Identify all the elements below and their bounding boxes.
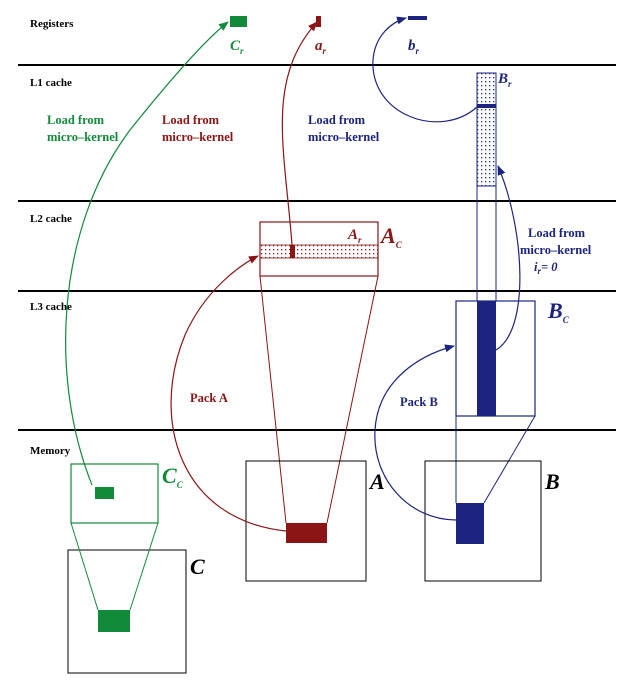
pack-a-label: Pack A [190,391,228,405]
arrow-load-cr [65,21,229,486]
ac-label: AC [379,223,403,250]
register-cr-block [230,16,247,27]
ar-column-highlight [290,245,295,258]
bc-column-filled [477,301,496,416]
b-matrix-label: B [544,469,560,494]
b-matrix [424,460,542,582]
a-matrix-label: A [368,469,385,494]
level-label-memory: Memory [30,445,71,457]
proj-ac-left [259,275,287,524]
register-ar-label: ar [315,38,327,56]
blue-load-note-line1: Load from [308,113,366,127]
level-label-l3: L3 cache [30,301,72,313]
bc-label: BC [547,298,570,325]
proj-cc-left [70,522,99,611]
register-br-block [408,16,427,20]
cc-label: CC [162,463,184,490]
c-matrix [67,549,187,674]
br-panel-row [477,104,496,108]
blue-right-load-note-line2: micro–kernel [520,243,592,257]
arrow-load-ar [281,21,318,246]
proj-cc-right [129,522,159,611]
green-load-note-line1: Load from [47,113,105,127]
arrow-load-br [372,16,478,123]
c-block [98,610,130,632]
register-cr-label: Cr [230,38,244,56]
cc-block [95,487,114,499]
arrow-load-br-from-bc [495,165,521,351]
pack-b-label: Pack B [400,395,438,409]
green-load-note-line2: micro–kernel [47,130,119,144]
red-load-note-line1: Load from [162,113,220,127]
br-label: Br [497,71,512,89]
a-matrix [245,460,367,582]
blue-right-load-note-line1: Load from [528,226,586,240]
b-block [456,503,484,544]
proj-ac-right [326,275,379,524]
level-label-registers: Registers [30,18,74,30]
ir-note: ir= 0 [534,260,558,276]
proj-bc-right [483,415,536,504]
a-block [286,523,327,543]
blue-load-note-line2: micro–kernel [308,130,380,144]
ar-dotted-strip [259,244,379,259]
arrow-pack-b [374,344,457,521]
register-ar-block [316,16,321,27]
register-br-label: br [408,38,420,56]
level-label-l1: L1 cache [30,77,72,89]
br-panel-dotted [476,72,497,187]
red-load-note-line2: micro–kernel [162,130,234,144]
ar-label: Ar [347,227,362,245]
level-label-l2: L2 cache [30,213,72,225]
arrow-pack-a [170,255,287,532]
cc-panel [70,463,159,524]
c-matrix-label: C [190,554,205,579]
